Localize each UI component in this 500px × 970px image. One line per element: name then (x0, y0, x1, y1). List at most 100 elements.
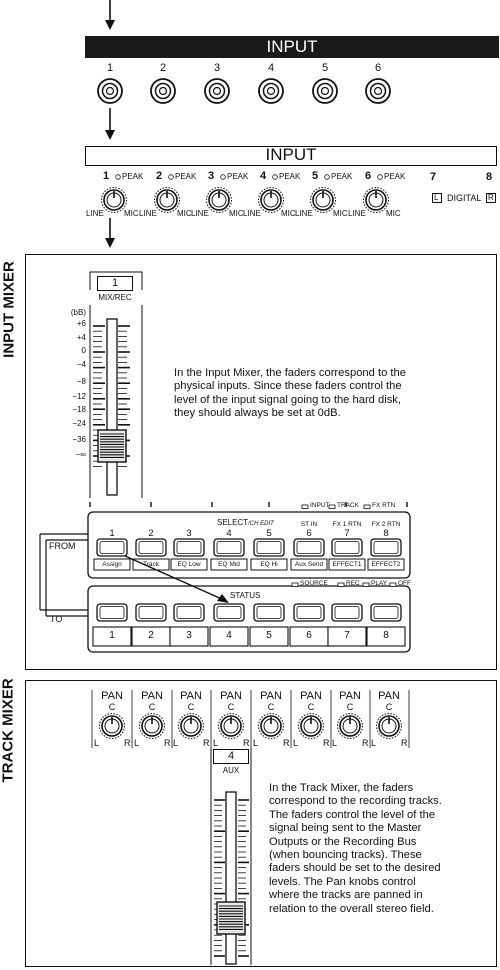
pan-right-label: R (362, 738, 369, 748)
input-fader-channel-number: 1 (111, 277, 119, 289)
peak-led (324, 174, 330, 180)
fader-scale-label: +4 (76, 333, 86, 342)
select-title-sub: /CH EDIT (248, 521, 274, 527)
status-button-inner (176, 606, 202, 619)
pan-left-label: L (213, 738, 219, 748)
input-channel-number: 5 (312, 170, 319, 182)
to-label: TO (50, 614, 63, 624)
select-function-box (290, 558, 328, 571)
status-number: 1 (109, 630, 115, 641)
pan-left-label: L (173, 738, 179, 748)
pan-knob-ticks (298, 713, 324, 739)
select-button (370, 538, 402, 557)
fader-scale-label: −∞ (75, 450, 86, 459)
input-gain-knob-ticks (206, 187, 232, 213)
pan-right-label: R (283, 738, 290, 748)
select-button (96, 538, 128, 557)
input-panel-title: INPUT (265, 145, 317, 164)
digital-label: DIGITAL (447, 193, 482, 203)
description-line: physical inputs. Since these faders cont… (174, 380, 402, 393)
track-fader-slot (225, 791, 237, 965)
description-line: In the Track Mixer, the faders (269, 782, 414, 794)
description-line: correspond to the recording tracks. (269, 795, 442, 808)
select-button (173, 538, 205, 557)
peak-led (115, 174, 121, 180)
select-function-box (170, 558, 208, 571)
peak-led (220, 174, 226, 180)
status-number-box (169, 626, 209, 647)
peak-label: PEAK (384, 172, 406, 181)
pan-knob-ticks (258, 713, 284, 739)
mic-label: MIC (124, 209, 139, 218)
pan-right-label: R (124, 738, 131, 748)
pan-knob-ticks (178, 713, 204, 739)
status-led-label: SOURCE (300, 580, 328, 587)
pan-left-label: L (293, 738, 299, 748)
status-button (370, 603, 402, 622)
pan-label: PAN (378, 690, 400, 702)
line-label: LINE (86, 209, 104, 218)
status-led (291, 582, 299, 587)
select-function-box (93, 558, 131, 571)
input-gain-knob-ticks (154, 187, 180, 213)
select-function-label: EQ Mid (218, 560, 240, 568)
input-gain-knob-ticks (310, 187, 336, 213)
jack-number: 5 (321, 62, 329, 74)
line-label: LINE (348, 209, 366, 218)
line-label: LINE (295, 209, 313, 218)
fader-scale-label: −18 (72, 405, 86, 414)
pan-left-label: L (134, 738, 140, 748)
pan-right-label: R (323, 738, 330, 748)
pan-label: PAN (220, 690, 242, 702)
select-function-box (210, 558, 248, 571)
pan-left-label: L (94, 738, 100, 748)
pan-right-label: R (164, 738, 171, 748)
select-number: 3 (186, 528, 192, 539)
jack-number: 4 (267, 62, 275, 74)
jack-number: 3 (213, 62, 221, 74)
status-button-inner (99, 606, 125, 619)
select-function-label: EFFECT1 (332, 560, 362, 568)
select-function-label: Track (142, 560, 159, 568)
description-line: faders should be set to the desired (269, 862, 441, 875)
select-function-box (132, 558, 170, 571)
mic-label: MIC (177, 209, 192, 218)
description-line: In the Input Mixer, the faders correspon… (174, 367, 406, 379)
pan-center-label: C (346, 702, 354, 712)
pan-label: PAN (141, 690, 163, 702)
status-button (253, 603, 285, 622)
status-number: 3 (186, 630, 192, 641)
digital-l-label: L (434, 193, 439, 202)
select-button-inner (256, 541, 282, 554)
peak-label: PEAK (122, 172, 144, 181)
line-label: LINE (191, 209, 209, 218)
pan-center-label: C (108, 702, 116, 712)
status-title: STATUS (230, 591, 261, 600)
peak-led (272, 174, 278, 180)
select-function-label: EQ Low (177, 560, 201, 568)
select-extra-label: FX 1 RTN (332, 521, 362, 528)
input-panel-box (85, 146, 497, 166)
select-function-box (250, 558, 288, 571)
pan-left-label: L (371, 738, 377, 748)
pan-label: PAN (339, 690, 361, 702)
status-number-box (209, 626, 249, 647)
status-number-box (366, 626, 406, 647)
input-header-title: INPUT (266, 37, 318, 56)
select-panel (87, 511, 411, 579)
fader-scale-label: −4 (76, 360, 86, 369)
status-button-inner (296, 606, 322, 619)
status-led (389, 582, 397, 587)
peak-label: PEAK (227, 172, 249, 181)
pan-label: PAN (300, 690, 322, 702)
input-jack-hole (373, 86, 383, 96)
description-line: relation to the overall stereo field. (269, 902, 434, 915)
track-fader-cap (216, 901, 246, 935)
track-mixer-panel (25, 680, 497, 967)
status-led (362, 582, 370, 587)
select-function-label: EFFECT2 (371, 560, 401, 568)
from-label: FROM (49, 541, 76, 551)
digital-r-label: R (488, 193, 494, 202)
